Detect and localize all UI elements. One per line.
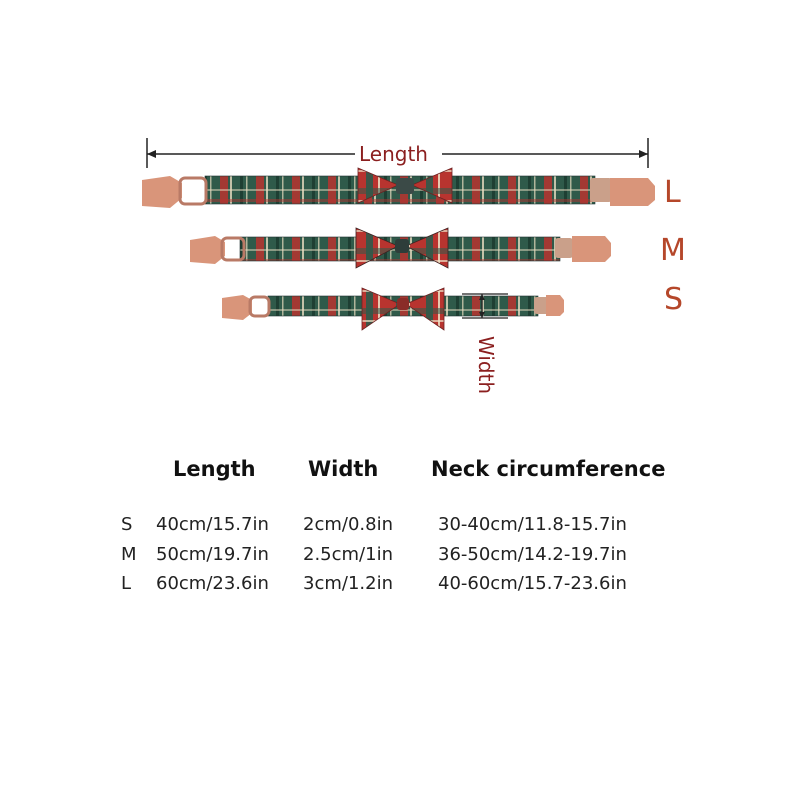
row-width: 3cm/1.2in (303, 573, 393, 594)
collar-small (222, 287, 564, 331)
size-letter-l: L (664, 175, 681, 210)
width-label: Width (474, 336, 498, 395)
row-neck: 36-50cm/14.2-19.7in (438, 544, 627, 565)
width-dimension (462, 293, 508, 319)
size-letter-s: S (664, 282, 684, 317)
row-length: 40cm/15.7in (156, 514, 269, 535)
row-neck: 40-60cm/15.7-23.6in (438, 573, 627, 594)
row-width: 2.5cm/1in (303, 544, 393, 565)
length-label: Length (359, 142, 428, 166)
header-neck-circumference: Neck circumference (431, 457, 666, 481)
row-length: 60cm/23.6in (156, 573, 269, 594)
header-length: Length (173, 457, 256, 481)
row-size: M (121, 544, 137, 565)
collar-medium (190, 227, 611, 269)
collar-size-diagram (142, 138, 655, 331)
length-dimension (146, 138, 649, 168)
row-width: 2cm/0.8in (303, 514, 393, 535)
row-neck: 30-40cm/11.8-15.7in (438, 514, 627, 535)
row-size: S (121, 514, 133, 535)
size-letter-m: M (660, 233, 686, 268)
row-size: L (121, 573, 132, 594)
collar-large (142, 167, 655, 208)
row-length: 50cm/19.7in (156, 544, 269, 565)
header-width: Width (308, 457, 379, 481)
